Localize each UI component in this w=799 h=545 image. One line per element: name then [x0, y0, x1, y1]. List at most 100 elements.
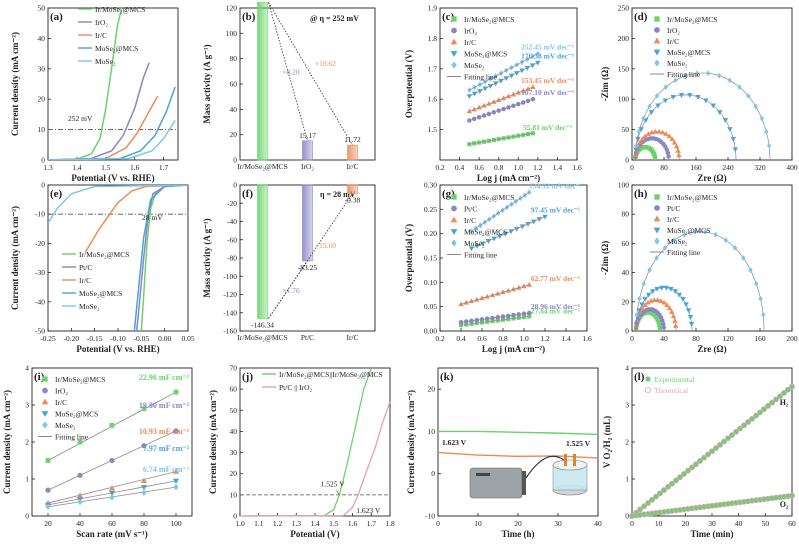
experimental-point [641, 503, 647, 509]
bar-value-label: 11.72 [344, 135, 361, 144]
y-tick-label: 0 [625, 327, 629, 336]
panel-label: (f) [242, 188, 253, 200]
slope-label: 19.80 mF cm⁻² [139, 401, 190, 410]
x-tick-label: 1.8 [385, 519, 395, 528]
data-point-purple [45, 487, 51, 493]
legend-label: MoSe₂@MCS [79, 289, 122, 298]
theoretical-point [761, 406, 767, 413]
y-tick-label: 70 [230, 364, 238, 373]
experimental-point [729, 432, 735, 438]
ratio-label: ×10.62 [315, 59, 336, 68]
experimental-point [777, 393, 783, 399]
legend-label: MoSe₂@MCS [667, 48, 710, 57]
theoretical-point [785, 386, 791, 393]
experimental-point [717, 442, 723, 448]
x-tick-label: 0.8 [494, 163, 504, 172]
x-tick-label: 400 [786, 163, 798, 172]
data-point-skyblue [641, 115, 646, 122]
x-tick-label: 60 [108, 519, 116, 528]
data-point-blue [642, 297, 648, 302]
legend-label: Ir/MoSe₂@MCS [667, 15, 717, 24]
data-point-blue [695, 94, 701, 100]
y-tick-label: 1 [625, 475, 629, 484]
panel-label: (j) [242, 371, 253, 383]
data-point-skyblue [727, 77, 732, 84]
data-point-blue [172, 478, 180, 485]
data-point-blue [655, 103, 661, 109]
theoretical-point [657, 490, 663, 497]
experimental-point [689, 464, 695, 470]
x-axis-label: Potential (V vs. RHE) [71, 173, 154, 183]
data-point-skyblue [766, 142, 772, 149]
y-tick-label: -20 [35, 239, 45, 248]
y-tick-label: -50 [35, 327, 45, 336]
y-tick-label: 150 [618, 64, 630, 73]
legend-label: Ir/MoSe₂@MCS [667, 193, 717, 202]
x-tick-label: 10 [655, 519, 663, 528]
legend-label: Ir/C [464, 216, 476, 225]
data-point-blue [672, 289, 678, 295]
data-point-skyblue [741, 255, 746, 261]
data-point-skyblue [703, 229, 708, 235]
experimental-point [673, 477, 679, 483]
data-point-blue [662, 98, 669, 104]
experimental-point [681, 471, 687, 477]
x-tick-label: 0.4 [455, 163, 465, 172]
x-tick-label: 60 [788, 519, 796, 528]
y-tick-label: -10 [35, 210, 45, 219]
y-tick-label: 100 [618, 181, 630, 190]
data-point-blue [108, 490, 116, 497]
legend-marker [654, 194, 660, 200]
legend-marker [450, 51, 458, 58]
legend-marker [451, 194, 457, 200]
y-tick-label: -80 [227, 254, 237, 263]
electrode-left [564, 454, 567, 466]
slope-label: 22.96 mF cm⁻² [139, 373, 190, 382]
x-tick-label: 160 [690, 163, 702, 172]
data-point-orange [670, 313, 677, 319]
experimental-point [649, 497, 655, 503]
x-tick-label: 0.2 [435, 163, 445, 172]
data-point-blue [638, 127, 645, 132]
x-axis-label: Zre (Ω) [697, 173, 726, 183]
data-point-blue [703, 98, 709, 104]
data-point-skyblue [713, 231, 718, 238]
x-tick-label: 40 [660, 334, 668, 343]
x-axis-label: Log j (mA cm⁻²) [482, 344, 545, 354]
data-point-orange [659, 129, 666, 135]
theoretical-point [745, 419, 751, 426]
legend-label: MoSe₂ [55, 421, 76, 430]
data-point-orange [108, 485, 116, 491]
y-tick-label: -30 [35, 268, 45, 277]
y-tick-label: 0 [233, 181, 237, 190]
data-point-blue [639, 302, 645, 308]
legend-label: MoSe₂ [464, 239, 485, 248]
data-point-orange [664, 302, 670, 307]
data-point-blue [140, 484, 148, 491]
theoretical-point [765, 402, 771, 409]
series-line-green [140, 185, 188, 331]
y-tick-label: 20 [622, 297, 630, 306]
theoretical-point [737, 425, 743, 432]
bar-value-label: -9.38 [345, 196, 361, 205]
bar-0 [257, 2, 268, 161]
x-tick-label: 0.8 [498, 334, 508, 343]
plot-frame [239, 367, 391, 517]
slope-label: 55.81 mV dec⁻¹ [523, 123, 572, 132]
experimental-point [765, 403, 771, 409]
data-point-orange [652, 128, 659, 134]
y-tick-label: -60 [227, 235, 237, 244]
data-point-green [45, 458, 51, 463]
ratio-label: ×8.20 [282, 68, 300, 77]
y-tick-label: 20 [230, 469, 238, 478]
y-tick-label: 250 [618, 4, 630, 13]
theoretical-point [777, 393, 783, 400]
y-tick-label: 50 [622, 125, 630, 134]
legend-marker [451, 16, 457, 22]
ratio-label: ×15.60 [315, 241, 336, 250]
x-tick-label: 80 [692, 334, 700, 343]
x-category-label: Pt/C [301, 333, 314, 342]
